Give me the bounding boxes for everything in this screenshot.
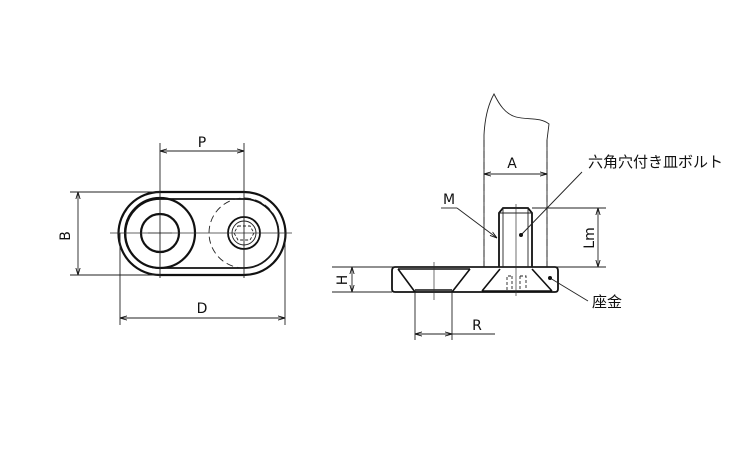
countersink-left bbox=[397, 268, 471, 293]
mating-part-outline bbox=[483, 93, 550, 267]
label-washer: 座金 bbox=[592, 293, 622, 311]
label-b: B bbox=[58, 231, 74, 241]
leader-dot bbox=[548, 276, 552, 280]
countersink-right bbox=[481, 268, 553, 292]
leader-m bbox=[456, 207, 497, 238]
hex-socket-icon bbox=[233, 225, 255, 241]
leader-bolt bbox=[520, 171, 583, 236]
label-d: D bbox=[197, 301, 208, 317]
hidden-socket bbox=[506, 275, 527, 290]
label-hex-socket-flat-head-bolt: 六角穴付き皿ボルト bbox=[588, 153, 723, 171]
top-view: P B D bbox=[58, 135, 292, 325]
label-m: M bbox=[443, 192, 455, 208]
label-h: H bbox=[335, 275, 351, 286]
bolt-shank bbox=[498, 207, 533, 267]
side-view: A Lm H R M 六角穴付き皿ボルト 座金 bbox=[332, 93, 723, 340]
label-a: A bbox=[507, 156, 517, 172]
leader-dot bbox=[519, 233, 523, 237]
leader-washer bbox=[549, 277, 589, 302]
label-p: P bbox=[198, 135, 206, 151]
washer-body bbox=[391, 266, 559, 293]
label-r: R bbox=[472, 318, 482, 334]
label-lm: Lm bbox=[582, 227, 598, 248]
